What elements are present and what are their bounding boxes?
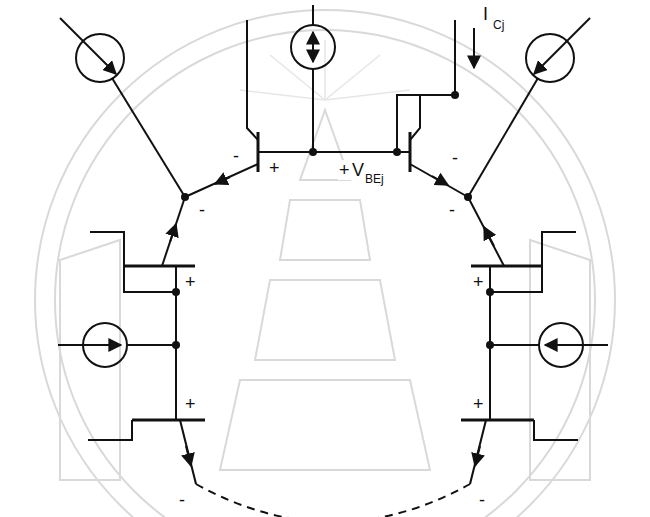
junction-dot — [464, 193, 472, 201]
emitter-arrow — [215, 177, 230, 184]
wire — [490, 232, 576, 292]
transistor-base — [132, 419, 205, 422]
wire — [489, 292, 491, 420]
emitter-lead — [162, 197, 185, 266]
base-lead — [88, 420, 132, 440]
emitter-lead — [468, 197, 504, 266]
source-arrow — [58, 344, 121, 346]
junction-dot — [393, 148, 401, 156]
polarity-sign: + — [472, 272, 485, 292]
wire — [454, 20, 456, 95]
wire — [175, 292, 177, 420]
wire — [112, 78, 185, 197]
source-arrow — [534, 18, 590, 74]
polarity-sign: - — [478, 490, 486, 510]
current-subscript: Cj — [492, 18, 505, 32]
emitter-lead — [185, 164, 258, 197]
junction-dot — [172, 341, 180, 349]
polarity-sign: - — [451, 148, 459, 168]
base-wire — [258, 151, 410, 153]
source-arrow — [60, 18, 116, 74]
current-source — [291, 25, 335, 69]
wire — [312, 69, 314, 152]
emitter-arrow — [432, 176, 448, 185]
polarity-sign: + — [184, 272, 197, 292]
junction-dot — [486, 341, 494, 349]
wire — [127, 344, 176, 346]
wire — [468, 78, 538, 197]
voltage-subscript: BEj — [364, 172, 385, 186]
polarity-sign: + — [184, 394, 197, 414]
polarity-sign: - — [178, 490, 186, 510]
current-symbol: I — [482, 4, 489, 24]
voltage-symbol: V — [351, 160, 365, 180]
junction-dot — [486, 288, 494, 296]
transistor-base — [124, 265, 195, 268]
transistor-base — [471, 265, 542, 268]
polarity-sign: + — [472, 394, 485, 414]
loop-dashed — [196, 484, 470, 517]
base-lead — [534, 420, 578, 440]
junction-dot — [309, 148, 317, 156]
junction-dot — [181, 193, 189, 201]
emitter-arrow — [475, 446, 480, 466]
emitter-lead — [180, 420, 196, 484]
wire — [312, 5, 314, 25]
polarity-sign: + — [268, 158, 281, 178]
current-arrow — [473, 28, 475, 68]
source-arrow — [545, 344, 608, 346]
emitter-arrow — [484, 227, 494, 246]
emitter-arrow — [170, 224, 176, 242]
transistor-base — [461, 419, 534, 422]
wire — [490, 344, 539, 346]
emitter-arrow — [186, 446, 191, 466]
polarity-sign: - — [232, 146, 240, 166]
wire — [397, 95, 455, 152]
wire — [90, 232, 176, 292]
collector-lead — [410, 95, 420, 140]
polarity-sign: + — [338, 160, 351, 180]
emitter-lead — [470, 420, 486, 484]
junction-dot — [451, 91, 459, 99]
emitter-lead — [410, 164, 468, 197]
source-arrow — [312, 32, 314, 62]
collector-lead — [247, 20, 258, 140]
polarity-sign: - — [198, 200, 206, 220]
polarity-sign: - — [448, 200, 456, 220]
junction-dot — [172, 288, 180, 296]
